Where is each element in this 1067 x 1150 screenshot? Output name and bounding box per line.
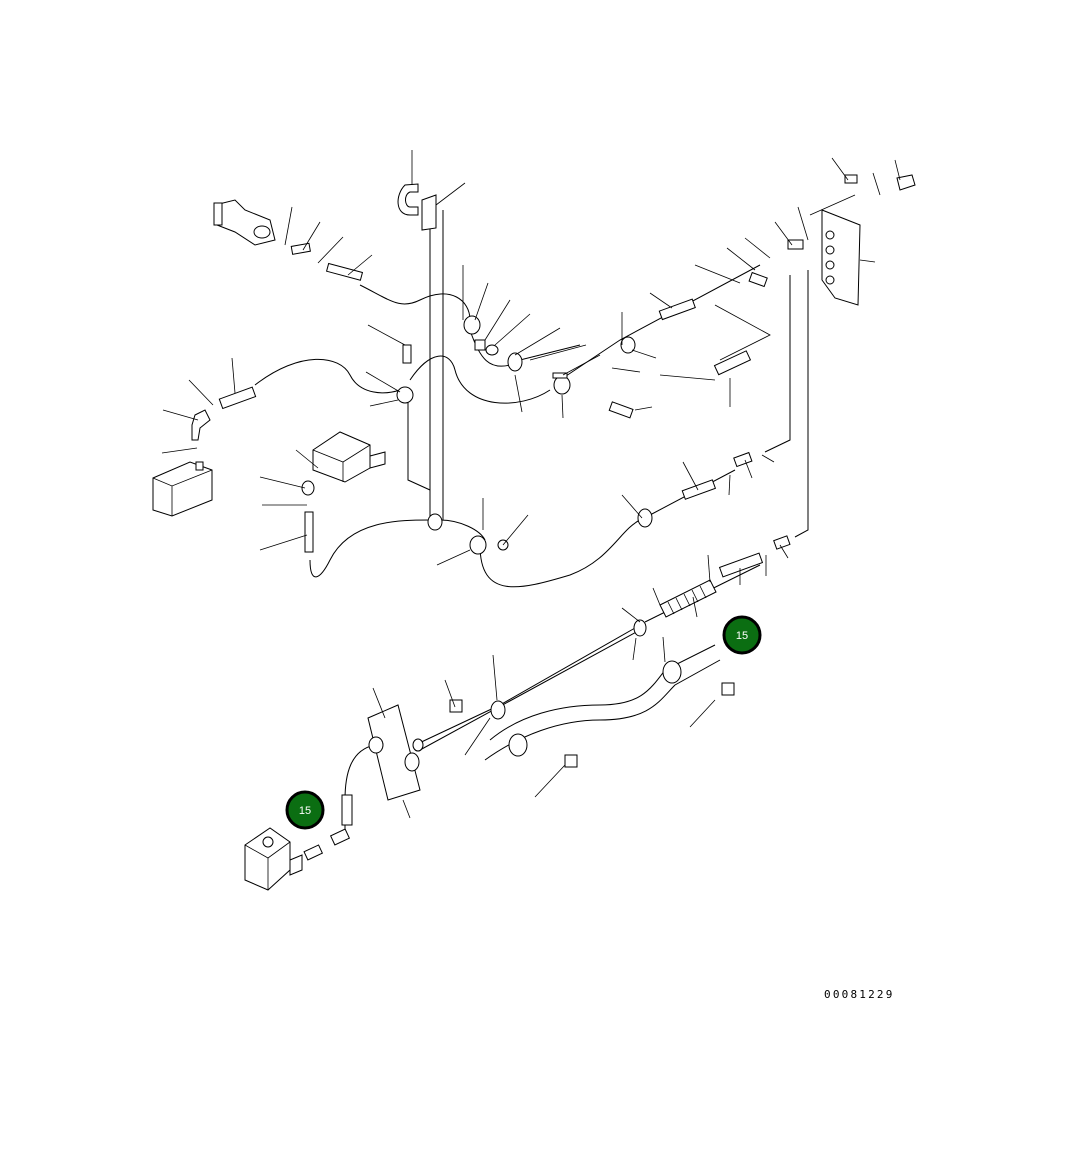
right-connector-plate	[821, 209, 861, 306]
elbow-left	[191, 386, 257, 441]
clamp-group-upper	[463, 315, 571, 395]
hose-routes	[254, 210, 809, 840]
solenoid-block	[312, 431, 386, 483]
top-left-manifold	[213, 199, 276, 246]
drawing-reference-code: 00081229	[824, 988, 895, 1001]
callout-upper-right[interactable]: 15	[722, 615, 762, 655]
callout-label: 15	[736, 630, 748, 642]
bottom-valve-block	[244, 794, 353, 891]
upper-bent-tube	[397, 183, 437, 231]
right-upper-fittings	[608, 174, 916, 419]
leader-lines	[161, 150, 901, 819]
fitting-top-left	[290, 242, 364, 281]
callout-lower-left[interactable]: 15	[285, 790, 325, 830]
left-bottom-fittings	[301, 480, 315, 553]
middle-right-fittings	[637, 451, 791, 578]
left-valve-block	[152, 461, 213, 517]
clamp-group-middle	[396, 344, 509, 555]
callout-label: 15	[299, 805, 311, 817]
spring-guard	[633, 579, 717, 637]
lower-bracket-plate	[367, 704, 424, 801]
lower-clamps	[449, 660, 735, 768]
